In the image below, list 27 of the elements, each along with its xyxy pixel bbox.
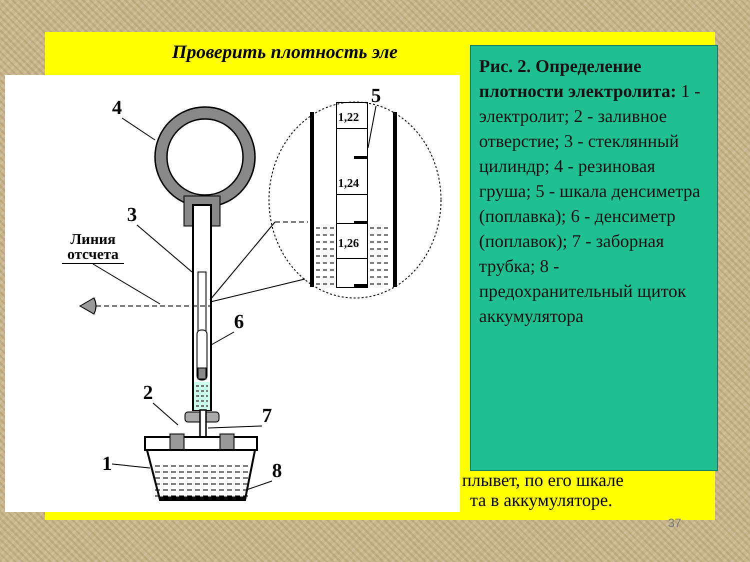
body-text: та в аккумуляторе. — [470, 490, 613, 511]
callout-number: 3 — [127, 205, 137, 225]
leader-line — [136, 224, 192, 272]
scale-value: 1,24 — [338, 176, 359, 191]
callout-number: 5 — [371, 86, 381, 106]
figure-caption: Рис. 2. Определение плотности электролита: 1 - электролит; 2 - заливное отверстие; 3 - стеклянный цилиндр; 4 - резиновая груша; 5 - шкала денсиметра (поплавка); 6 - денсиметр (поплавок); 7 - заборная трубка; 8 - предохранительный щиток аккумулятора — [470, 45, 718, 471]
densimeter-scale — [336, 102, 368, 288]
leader-line — [210, 332, 234, 346]
leader-line — [246, 480, 272, 490]
body-text: плывет, по его шкале — [462, 470, 624, 491]
leader-line — [112, 464, 150, 468]
slide-title: Проверить плотность эле — [172, 42, 398, 64]
leader-line — [152, 402, 178, 426]
leader-line — [122, 118, 156, 140]
callout-number: 4 — [112, 98, 122, 118]
leader-line — [92, 264, 160, 304]
callout-number: 7 — [262, 406, 272, 426]
callout-number: 1 — [102, 454, 112, 474]
page-number: 37 — [668, 516, 682, 530]
scale-value: 1,26 — [338, 236, 359, 251]
leader-line — [368, 106, 376, 148]
callout-number: 8 — [272, 461, 282, 481]
reference-line-label: Линия отсчета — [62, 233, 124, 264]
scale-value: 1,22 — [338, 110, 359, 125]
callout-number: 6 — [234, 312, 244, 332]
callout-number: 2 — [143, 383, 153, 403]
leader-line — [208, 426, 262, 428]
